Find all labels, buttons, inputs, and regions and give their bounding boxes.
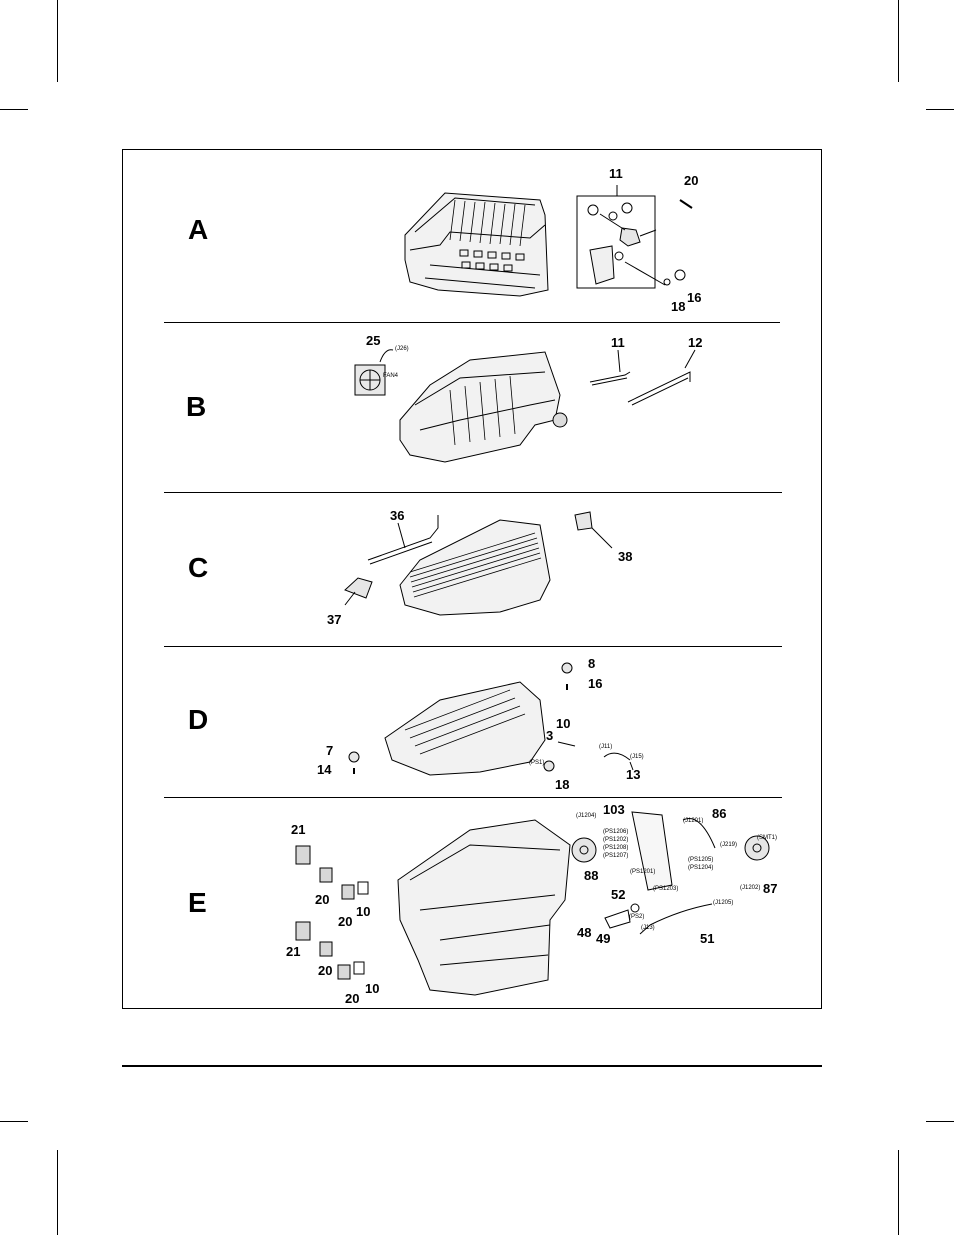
label-e-j1205: (J1205)	[713, 900, 734, 906]
callout-a-11: 11	[609, 166, 623, 181]
crop-mark-bottom-right-horizontal	[926, 1121, 954, 1122]
section-letter-a: A	[188, 214, 209, 245]
callout-b-11: 11	[611, 335, 625, 350]
section-letter-c: C	[188, 552, 209, 583]
section-b-assembly	[399, 349, 696, 463]
callout-a-16: 16	[687, 290, 702, 305]
label-e-smt1: (SMT1)	[757, 835, 777, 841]
callout-d-18: 18	[555, 777, 570, 792]
callout-e-103: 103	[603, 802, 625, 817]
callout-e-20-c: 20	[318, 963, 333, 978]
section-a-detail	[576, 185, 693, 289]
section-letter-e: E	[188, 887, 207, 918]
callout-d-14: 14	[317, 762, 332, 777]
section-d-assembly	[348, 662, 634, 776]
label-e-ps1203: (PS1203)	[653, 886, 679, 892]
callout-d-8: 8	[588, 656, 596, 671]
label-e-j1202: (J1202)	[740, 885, 761, 891]
label-d-ps1: (PS1)	[529, 760, 545, 766]
callout-e-86: 86	[712, 806, 727, 821]
callout-e-48: 48	[577, 925, 592, 940]
label-e-ps1204: (PS1204)	[688, 865, 714, 871]
callout-d-13: 13	[626, 767, 641, 782]
callout-e-88: 88	[584, 868, 599, 883]
label-e-ps1207: (PS1207)	[603, 853, 629, 859]
callout-c-37: 37	[327, 612, 342, 627]
label-e-j1204: (J1204)	[576, 813, 597, 819]
callout-c-38: 38	[618, 549, 633, 564]
callout-d-16: 16	[588, 676, 603, 691]
section-b-fan	[354, 349, 394, 396]
callout-e-20-a: 20	[315, 892, 330, 907]
callout-e-87: 87	[763, 881, 778, 896]
crop-mark-top-left-vertical	[57, 0, 58, 82]
section-letter-d: D	[188, 704, 209, 735]
crop-mark-top-right-horizontal	[926, 109, 954, 110]
label-e-ps1205: (PS1205)	[688, 857, 714, 863]
label-b-j26: (J26)	[395, 346, 409, 352]
label-b-fan4: FAN4	[383, 373, 399, 379]
section-letter-b: B	[186, 391, 207, 422]
callout-a-20: 20	[684, 173, 699, 188]
label-e-ps1208: (PS1208)	[603, 845, 629, 851]
callout-a-18: 18	[671, 299, 686, 314]
crop-mark-bottom-right-vertical	[898, 1150, 899, 1235]
section-divider-cd	[164, 646, 782, 647]
section-c-assembly	[344, 511, 613, 616]
section-divider-ab	[164, 322, 780, 323]
callout-e-20-d: 20	[345, 991, 360, 1006]
callout-b-12: 12	[688, 335, 703, 350]
footer-rule	[122, 1065, 822, 1067]
label-e-ps2: (PS2)	[629, 914, 645, 920]
crop-mark-bottom-left-horizontal	[0, 1121, 28, 1122]
callout-b-25: 25	[366, 333, 381, 348]
callout-e-20-b: 20	[338, 914, 353, 929]
section-e-assembly	[397, 811, 770, 996]
callout-e-21-top: 21	[291, 822, 306, 837]
label-e-ps1201: (PS1201)	[630, 869, 656, 875]
callout-e-10-bottom: 10	[365, 981, 380, 996]
label-e-j13: (J13)	[641, 925, 655, 931]
callout-e-49: 49	[596, 931, 611, 946]
section-e-springs	[295, 845, 369, 980]
callout-e-51: 51	[700, 931, 715, 946]
label-e-j219: (J219)	[720, 842, 738, 848]
label-e-j1201: (J1201)	[683, 818, 704, 824]
label-e-ps1206: (PS1206)	[603, 829, 629, 835]
callout-d-10: 10	[556, 716, 571, 731]
label-d-j11: (J11)	[599, 744, 613, 750]
callout-e-10-top: 10	[356, 904, 371, 919]
label-e-ps1202: (PS1202)	[603, 837, 629, 843]
section-divider-de	[164, 797, 782, 798]
section-a-assembly	[404, 192, 549, 297]
callout-d-3: 3	[546, 728, 554, 743]
crop-mark-top-left-horizontal	[0, 109, 28, 110]
section-divider-bc	[164, 492, 782, 493]
label-d-j15: (J15)	[630, 754, 644, 760]
callout-e-52: 52	[611, 887, 626, 902]
callout-c-36: 36	[390, 508, 405, 523]
callout-e-21-bottom: 21	[286, 944, 301, 959]
crop-mark-top-right-vertical	[898, 0, 899, 82]
callout-d-7: 7	[326, 743, 334, 758]
diagram-frame	[122, 149, 822, 1009]
crop-mark-bottom-left-vertical	[57, 1150, 58, 1235]
